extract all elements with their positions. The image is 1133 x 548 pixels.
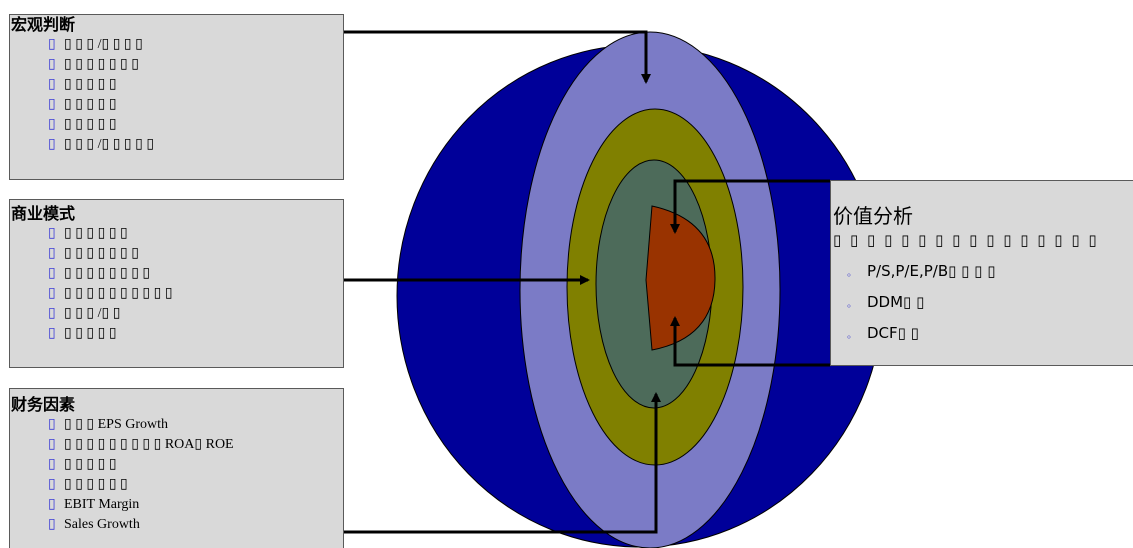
list-item: ▯▯ ▯ ▯ ▯ ▯ xyxy=(10,455,343,475)
bullet-icon: ▯ xyxy=(48,517,56,532)
valuation-subtitle: ▯ ▯ ▯ ▯ ▯ ▯ ▯ ▯ ▯ ▯ ▯ ▯ ▯ ▯ ▯ ▯ xyxy=(833,231,1099,249)
list-item: ▯▯ ▯ ▯ /▯ ▯ ▯ ▯ xyxy=(10,35,343,55)
business-list: ▯▯ ▯ ▯ ▯ ▯ ▯ ▯▯ ▯ ▯ ▯ ▯ ▯ ▯ ▯▯ ▯ ▯ ▯ ▯ ▯… xyxy=(10,224,343,344)
arrow-macro xyxy=(344,30,651,84)
list-item: ▯▯ ▯ ▯ /▯ ▯ xyxy=(10,304,343,324)
list-item: 。DDM▯ ▯ xyxy=(831,288,1133,319)
list-item: 。P/S,P/E,P/B▯ ▯ ▯ ▯ xyxy=(831,257,1133,288)
sub-bullet-icon: 。 xyxy=(847,330,857,341)
list-item: ▯▯ ▯ ▯ ▯ ▯ ▯ ▯ ▯ ▯ ▯ xyxy=(10,284,343,304)
list-item: ▯EBIT Margin xyxy=(10,495,343,515)
business-box: 商业模式 ▯▯ ▯ ▯ ▯ ▯ ▯ ▯▯ ▯ ▯ ▯ ▯ ▯ ▯ ▯▯ ▯ ▯ … xyxy=(9,199,344,368)
bullet-icon: ▯ xyxy=(48,417,56,432)
bullet-icon: ▯ xyxy=(48,437,56,452)
finance-title: 财务因素 xyxy=(11,395,76,414)
list-item: ▯▯ ▯ ▯ ▯ ▯ ▯ xyxy=(10,475,343,495)
bullet-icon: ▯ xyxy=(48,226,56,241)
finance-list: ▯▯ ▯ ▯ EPS Growth ▯▯ ▯ ▯ ▯ ▯ ▯ ▯ ▯ ▯ ROA… xyxy=(10,415,343,535)
list-item: ▯▯ ▯ ▯ ▯ ▯ xyxy=(10,324,343,344)
bullet-icon: ▯ xyxy=(48,306,56,321)
bullet-icon: ▯ xyxy=(48,246,56,261)
bullet-icon: ▯ xyxy=(48,137,56,152)
business-title: 商业模式 xyxy=(11,204,76,223)
list-item: ▯▯ ▯ ▯ ▯ ▯ ▯ ▯ ▯ ▯ ROA▯ ROE xyxy=(10,435,343,455)
bullet-icon: ▯ xyxy=(48,97,56,112)
bullet-icon: ▯ xyxy=(48,77,56,92)
bullet-icon: ▯ xyxy=(48,477,56,492)
list-item: ▯▯ ▯ ▯ EPS Growth xyxy=(10,415,343,435)
core-layer xyxy=(645,205,716,351)
list-item: 。DCF▯ ▯ xyxy=(831,319,1133,350)
list-item: ▯▯ ▯ ▯ ▯ ▯ ▯ ▯ ▯ xyxy=(10,264,343,284)
arrow-finance xyxy=(344,392,661,534)
list-item: ▯▯ ▯ ▯ ▯ ▯ ▯ ▯ xyxy=(10,55,343,75)
list-item: ▯▯ ▯ ▯ ▯ ▯ ▯ xyxy=(10,224,343,244)
list-item: ▯▯ ▯ ▯ ▯ ▯ xyxy=(10,115,343,135)
bullet-icon: ▯ xyxy=(48,497,56,512)
bullet-icon: ▯ xyxy=(48,266,56,281)
valuation-title: 价值分析 xyxy=(833,204,913,228)
bullet-icon: ▯ xyxy=(48,326,56,341)
sub-bullet-icon: 。 xyxy=(847,299,857,310)
arrow-value-bottom xyxy=(670,316,830,367)
macro-title: 宏观判断 xyxy=(11,15,76,34)
valuation-box: 价值分析 ▯ ▯ ▯ ▯ ▯ ▯ ▯ ▯ ▯ ▯ ▯ ▯ ▯ ▯ ▯ ▯ 。P/… xyxy=(830,180,1133,366)
macro-list: ▯▯ ▯ ▯ /▯ ▯ ▯ ▯ ▯▯ ▯ ▯ ▯ ▯ ▯ ▯ ▯▯ ▯ ▯ ▯ … xyxy=(10,35,343,155)
arrow-value-top xyxy=(670,179,830,234)
bullet-icon: ▯ xyxy=(48,57,56,72)
list-item: ▯▯ ▯ ▯ ▯ ▯ xyxy=(10,95,343,115)
macro-box: 宏观判断 ▯▯ ▯ ▯ /▯ ▯ ▯ ▯ ▯▯ ▯ ▯ ▯ ▯ ▯ ▯ ▯▯ ▯… xyxy=(9,14,344,180)
valuation-list: 。P/S,P/E,P/B▯ ▯ ▯ ▯ 。DDM▯ ▯ 。DCF▯ ▯ xyxy=(831,251,1133,350)
list-item: ▯▯ ▯ ▯ ▯ ▯ ▯ ▯ xyxy=(10,244,343,264)
list-item: ▯▯ ▯ ▯ /▯ ▯ ▯ ▯ ▯ xyxy=(10,135,343,155)
list-item: ▯Sales Growth xyxy=(10,515,343,535)
sub-bullet-icon: 。 xyxy=(847,268,857,279)
bullet-icon: ▯ xyxy=(48,286,56,301)
finance-box: 财务因素 ▯▯ ▯ ▯ EPS Growth ▯▯ ▯ ▯ ▯ ▯ ▯ ▯ ▯ … xyxy=(9,388,344,548)
list-item: ▯▯ ▯ ▯ ▯ ▯ xyxy=(10,75,343,95)
bullet-icon: ▯ xyxy=(48,457,56,472)
bullet-icon: ▯ xyxy=(48,37,56,52)
bullet-icon: ▯ xyxy=(48,117,56,132)
